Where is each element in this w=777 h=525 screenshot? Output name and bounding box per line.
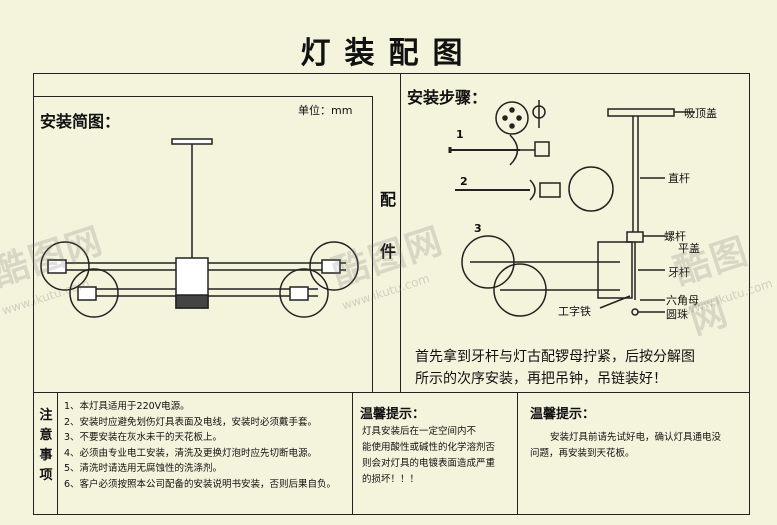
part-rod: 直杆	[668, 172, 690, 185]
page-title: 灯装配图	[300, 36, 477, 71]
instructions-line-1: 首先拿到牙杆与灯古配锣母拧紧，后按分解图	[415, 349, 695, 365]
note-item: 3、不要安装在灰水未干的天花板上。	[64, 432, 223, 443]
part-screw-rod: 螺杆	[664, 230, 686, 243]
step-1-number: 1	[456, 128, 464, 141]
globe-2	[69, 268, 119, 318]
parts-label-2: 件	[379, 242, 396, 261]
note-item: 1、本灯具适用于220V电源。	[64, 401, 190, 412]
steps-heading: 安装步骤：	[407, 88, 488, 107]
unit-label: 单位：mm	[298, 104, 353, 117]
notes-col-divider	[57, 392, 58, 515]
warning2-title: 温馨提示：	[530, 407, 596, 422]
globe-1	[40, 241, 90, 291]
part-ceiling-cover: 吸顶盖	[684, 107, 717, 120]
instructions-line-2: 所示的次序安装，再把吊钟，吊链装好！	[415, 371, 667, 387]
warning1-title: 温馨提示：	[360, 407, 426, 422]
warn2-divider	[517, 392, 518, 515]
note-item: 6、客户必须按照本公司配备的安装说明书安装，否则后果自负。	[64, 478, 337, 490]
globe-3	[309, 241, 359, 291]
step-2-number: 2	[460, 175, 468, 188]
center-divider	[400, 73, 401, 393]
warning1-body: 灯具安装后在一定空间内不 能使用酸性或碱性的化学溶剂否 则会对灯具的电镀表面造成…	[362, 426, 496, 485]
warn1-divider	[352, 392, 353, 515]
step-3-number: 3	[474, 222, 482, 235]
sketch-body-base	[175, 294, 209, 309]
note-item: 2、安装时应避免划伤灯具表面及电线，安装时必须戴手套。	[64, 416, 318, 428]
part-hex-nut: 六角母	[666, 294, 699, 307]
note-item: 4、必须由专业电工安装，清洗及更换灯泡时应先切断电源。	[64, 447, 318, 459]
sketch-heading: 安装简图：	[40, 112, 121, 131]
notes-divider	[33, 392, 750, 393]
warning2-body: 安装灯具前请先试好电，确认灯具通电没 问题，再安装到天花板。	[530, 432, 722, 459]
part-round-bead: 圆珠	[666, 308, 688, 321]
part-flat-cover: 平盖	[678, 242, 700, 255]
part-tooth-rod: 牙杆	[668, 266, 690, 279]
notes-label-4: 项	[39, 468, 53, 483]
notes-label-2: 意	[39, 428, 53, 443]
parts-label-1: 配	[379, 190, 396, 209]
main-frame	[33, 73, 750, 515]
notes-label-3: 事	[39, 448, 53, 463]
sketch-box	[33, 96, 373, 392]
part-i-iron: 工字铁	[558, 305, 591, 318]
globe-4	[279, 268, 329, 318]
notes-label-1: 注	[39, 408, 53, 423]
note-item: 5、清洗时请选用无腐蚀性的洗涤剂。	[64, 463, 223, 474]
notes-list: 1、本灯具适用于220V电源。 2、安装时应避免划伤灯具表面及电线，安装时必须戴…	[64, 399, 349, 492]
sketch-canopy	[171, 138, 213, 145]
